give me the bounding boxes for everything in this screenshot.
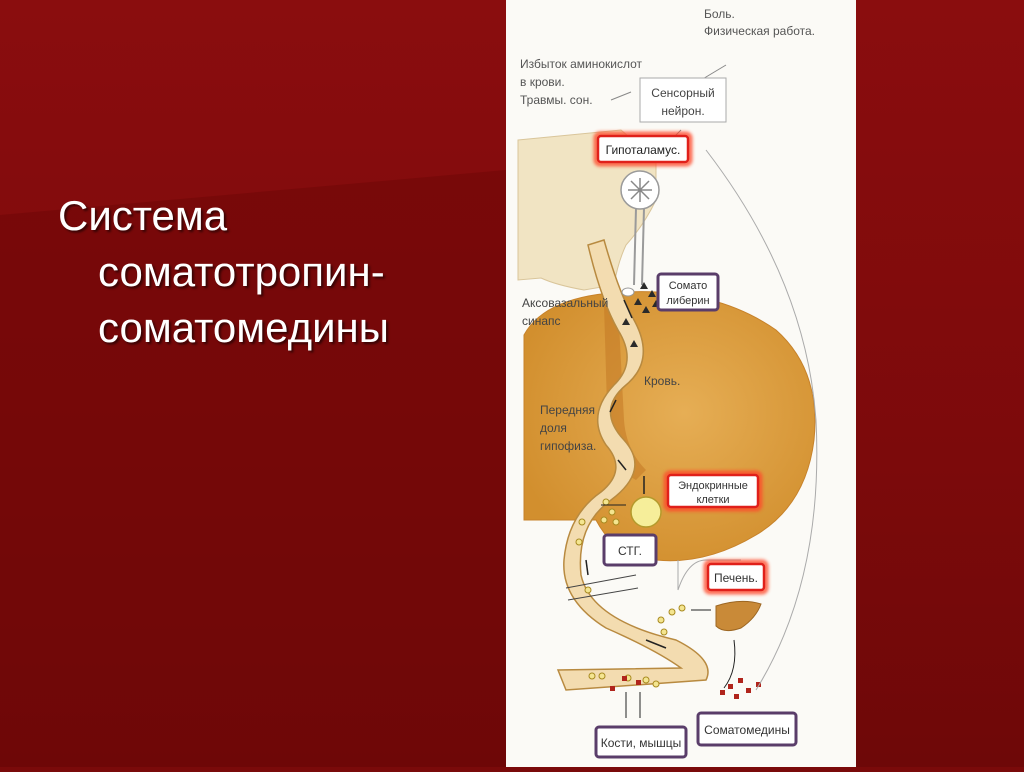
endocrine-label: Эндокринные bbox=[678, 480, 748, 492]
pituitary-anterior-lobe bbox=[523, 291, 816, 562]
bones-muscles-box bbox=[594, 725, 688, 759]
slide-title: Система соматотропин- соматомедины bbox=[58, 188, 488, 356]
somatomedin-molecules bbox=[610, 676, 761, 699]
blood-excess-label: в крови. bbox=[520, 75, 565, 89]
feedback-line bbox=[677, 559, 741, 591]
vessel-break-line bbox=[565, 574, 637, 589]
cells-label: клетки bbox=[696, 494, 729, 506]
liver-box bbox=[706, 562, 766, 592]
hypothalamus-label: Гипоталамус. bbox=[606, 143, 681, 157]
anterior-label: Передняя bbox=[540, 403, 595, 417]
title-line-3: соматомедины bbox=[98, 304, 389, 351]
trauma-sleep-label: Травмы. сон. bbox=[520, 93, 593, 107]
somatoliberin-molecules bbox=[622, 282, 660, 347]
somatomedins-label: Соматомедины bbox=[704, 723, 790, 737]
neuron-axon bbox=[633, 207, 645, 286]
neuron-label: нейрон. bbox=[661, 104, 704, 118]
work-label: Физическая работа. bbox=[704, 24, 815, 38]
somatotropin-diagram: Боль. Физическая работа. Избыток аминоки… bbox=[517, 7, 818, 759]
somato-label: Сомато bbox=[669, 280, 708, 292]
stg-granules bbox=[575, 498, 686, 688]
somatoliberin-box bbox=[656, 272, 720, 312]
liver-icon bbox=[715, 600, 762, 632]
sensory-neuron-box bbox=[639, 77, 727, 123]
flow-arrow bbox=[645, 639, 667, 649]
pain-label: Боль. bbox=[704, 7, 735, 21]
pituitary-label: гипофиза. bbox=[540, 439, 596, 453]
flow-arrow bbox=[585, 559, 589, 576]
axon-terminal-icon bbox=[621, 287, 635, 297]
vessel-break-line bbox=[567, 587, 639, 601]
endocrine-cells-box bbox=[666, 473, 760, 509]
flow-arrow bbox=[609, 399, 617, 413]
feedback-line bbox=[705, 149, 818, 691]
connector-arrow bbox=[723, 639, 736, 689]
hypothalamus-tissue bbox=[517, 129, 657, 291]
lobe-label: доля bbox=[540, 421, 567, 435]
title-line-2: соматотропин- bbox=[98, 248, 385, 295]
title-line-1: Система bbox=[58, 192, 228, 239]
hypothalamus-box bbox=[596, 134, 690, 164]
axovasal-label: Аксовазальный bbox=[522, 296, 608, 310]
connector-arrow bbox=[625, 692, 641, 718]
sensory-neuron-label: Сенсорный bbox=[651, 86, 714, 100]
amino-acids-label: Избыток аминокислот bbox=[520, 57, 643, 71]
synapse-label: синапс bbox=[522, 314, 561, 328]
endocrine-cell-icon bbox=[630, 496, 662, 528]
bones-muscles-label: Кости, мышцы bbox=[601, 736, 682, 750]
liver-label: Печень. bbox=[714, 571, 758, 585]
stg-box bbox=[602, 533, 658, 567]
connector-arrow bbox=[610, 91, 632, 101]
somatomedins-box bbox=[696, 711, 798, 747]
neuron-dendrites bbox=[628, 178, 652, 202]
blood-label: Кровь. bbox=[644, 374, 680, 388]
stg-label: СТГ. bbox=[618, 544, 642, 558]
blood-vessel bbox=[556, 239, 709, 691]
flow-arrow bbox=[623, 299, 633, 319]
flow-arrow bbox=[617, 459, 627, 471]
diagram-panel: Боль. Физическая работа. Избыток аминоки… bbox=[506, 0, 856, 767]
liberin-label: либерин bbox=[666, 295, 709, 307]
